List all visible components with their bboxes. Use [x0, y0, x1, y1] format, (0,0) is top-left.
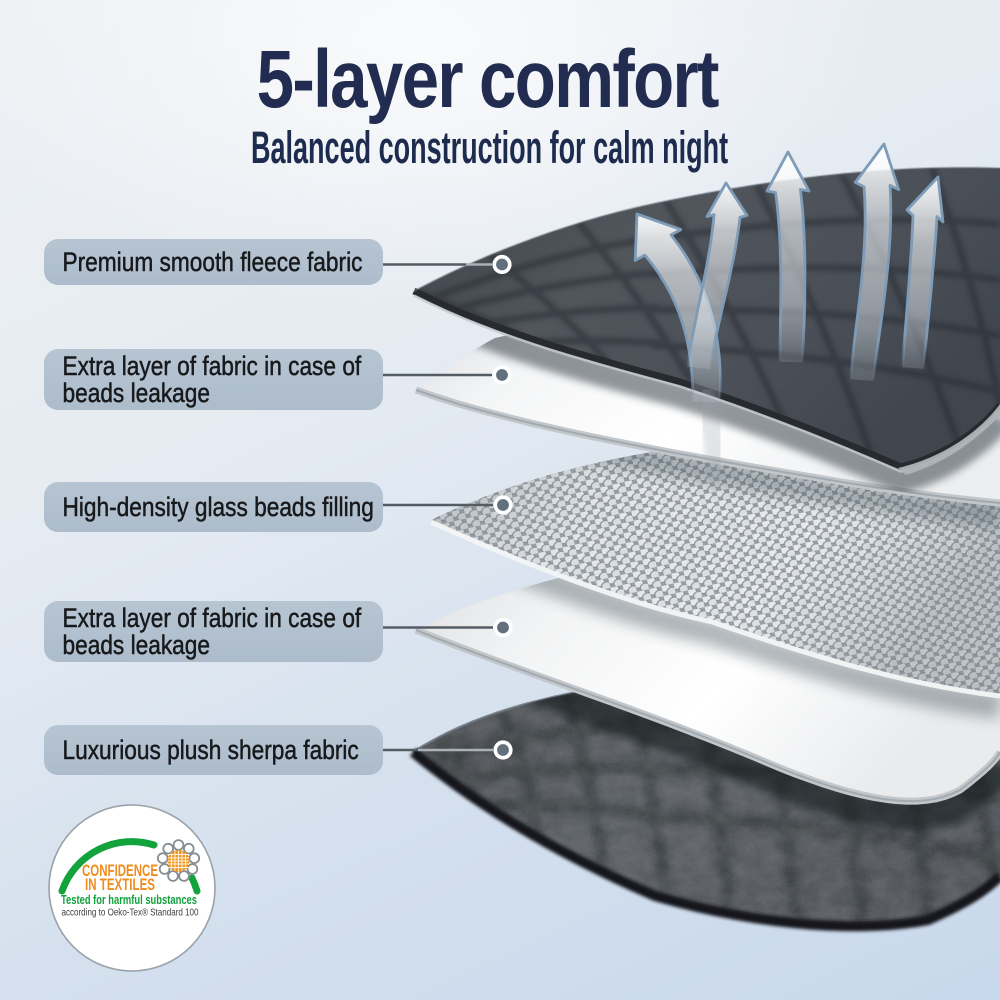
svg-text:according to Oeko-Tex® Standar: according to Oeko-Tex® Standard 100	[62, 908, 199, 919]
svg-text:CONFIDENCE: CONFIDENCE	[82, 861, 158, 880]
svg-text:IN TEXTILES: IN TEXTILES	[85, 875, 155, 894]
svg-text:Tested for harmful substances: Tested for harmful substances	[61, 892, 197, 907]
